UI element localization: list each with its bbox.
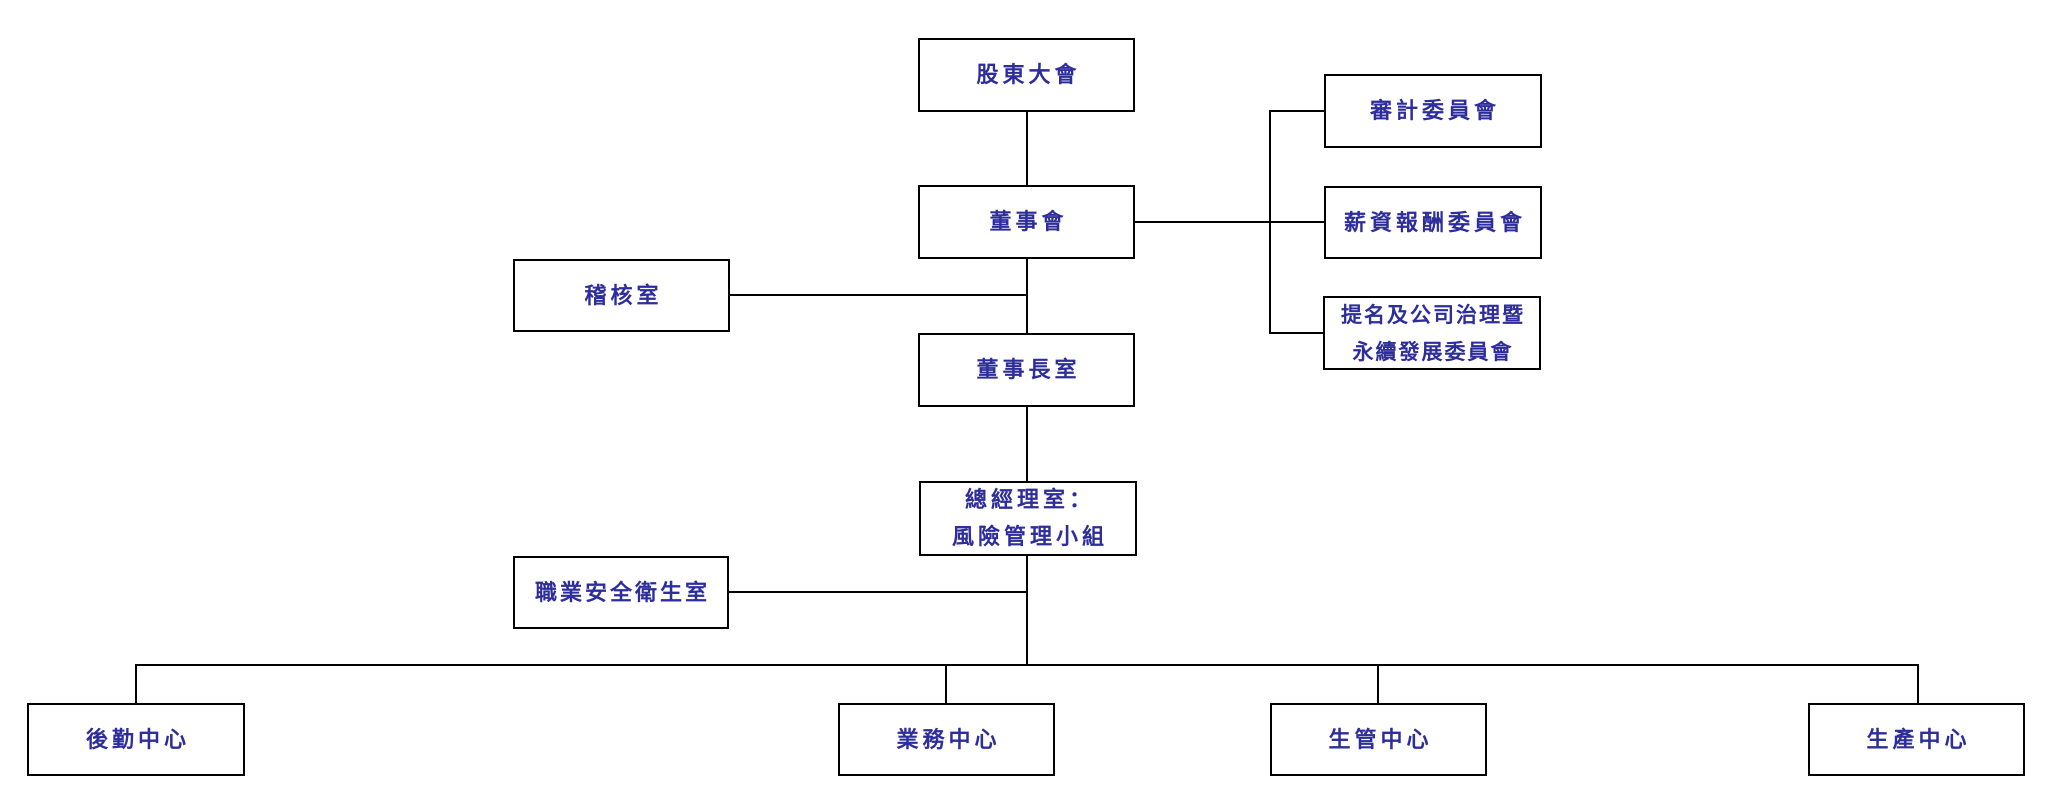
connector-stub-audit-committee	[1269, 110, 1325, 112]
connector-shareholders-to-board	[1026, 112, 1028, 186]
node-nomination-sustainability-committee-line1: 提名及公司治理暨	[1341, 302, 1525, 327]
node-production-center-label: 生產中心	[1866, 726, 1971, 753]
connector-stub-nomination-committee	[1269, 332, 1324, 334]
node-business-center: 業務中心	[838, 703, 1055, 776]
connector-internal-audit-office	[730, 294, 1028, 296]
node-shareholders-meeting-label: 股東大會	[976, 62, 1081, 88]
node-shareholders-meeting: 股東大會	[918, 38, 1135, 112]
connector-board-to-committees	[1135, 221, 1325, 223]
node-general-manager-office: 總經理室： 風險管理小組	[919, 481, 1137, 556]
connector-board-to-chairman	[1026, 259, 1028, 334]
node-business-center-label: 業務中心	[896, 726, 1001, 753]
node-compensation-committee-label: 薪資報酬委員會	[1343, 209, 1526, 236]
node-internal-audit-office-label: 稽核室	[584, 282, 663, 309]
connector-drop-business	[945, 664, 947, 704]
node-nomination-sustainability-committee: 提名及公司治理暨 永續發展委員會	[1323, 296, 1541, 370]
connector-chairman-to-gm	[1026, 407, 1028, 482]
node-board-of-directors: 董事會	[918, 185, 1135, 259]
node-nomination-sustainability-committee-line2: 永續發展委員會	[1352, 339, 1514, 364]
node-internal-audit-office: 稽核室	[513, 259, 730, 332]
node-production-management-center-label: 生管中心	[1328, 726, 1433, 753]
node-general-manager-office-line2: 風險管理小組	[951, 523, 1108, 550]
connector-occupational-safety-office	[729, 591, 1028, 593]
connector-drop-production-mgmt	[1377, 664, 1379, 704]
connector-drop-logistics	[135, 664, 137, 704]
node-logistics-center: 後勤中心	[27, 703, 245, 776]
node-chairman-office: 董事長室	[918, 333, 1135, 407]
node-compensation-committee: 薪資報酬委員會	[1324, 186, 1542, 259]
node-production-management-center: 生管中心	[1270, 703, 1487, 776]
node-logistics-center-label: 後勤中心	[85, 726, 190, 753]
node-general-manager-office-line1: 總經理室：	[964, 486, 1095, 513]
node-audit-committee: 審計委員會	[1324, 74, 1542, 148]
node-occupational-safety-health-office: 職業安全衛生室	[513, 556, 729, 629]
connector-committee-bus	[1269, 110, 1271, 334]
node-audit-committee-label: 審計委員會	[1369, 98, 1500, 124]
node-chairman-office-label: 董事長室	[976, 357, 1081, 383]
node-board-of-directors-label: 董事會	[989, 209, 1068, 235]
connector-drop-production	[1917, 664, 1919, 704]
node-occupational-safety-health-office-label: 職業安全衛生室	[534, 579, 710, 606]
node-production-center: 生產中心	[1808, 703, 2025, 776]
connector-bottom-bus	[135, 664, 1919, 666]
connector-gm-to-bottom-bus	[1026, 556, 1028, 666]
